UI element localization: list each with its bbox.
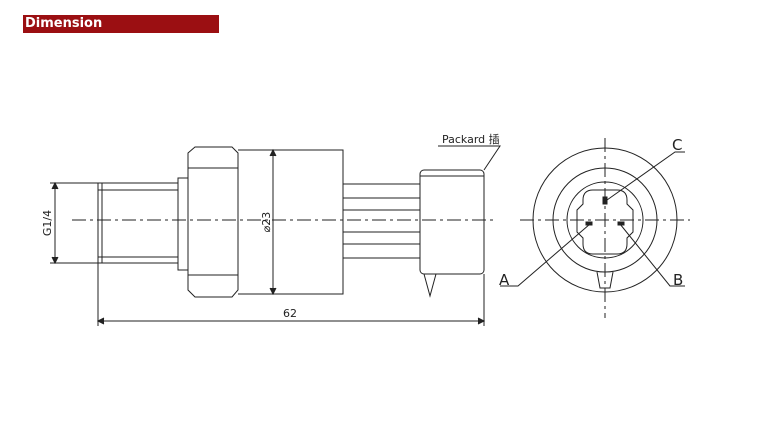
thread-dimension — [50, 181, 98, 265]
diameter-dimension — [269, 148, 277, 296]
pin-label-a: A — [499, 271, 510, 289]
length-dimension — [96, 263, 486, 326]
connector-end-view — [500, 138, 690, 318]
pin-label-c: C — [672, 136, 682, 154]
connector-leader — [438, 145, 501, 171]
pin-label-b: B — [673, 271, 683, 289]
thread-label: G1/4 — [41, 210, 54, 236]
hex-nut — [187, 146, 239, 298]
thread-fitting — [97, 182, 179, 264]
cable — [343, 183, 420, 259]
section-title: Dimension — [23, 15, 219, 33]
connector-label: Packard 插 — [442, 132, 500, 146]
packard-connector — [416, 169, 485, 298]
length-label: 62 — [283, 307, 297, 320]
collar — [177, 177, 189, 271]
diameter-label: ⌀23 — [260, 212, 273, 233]
sensor-body — [238, 149, 344, 295]
